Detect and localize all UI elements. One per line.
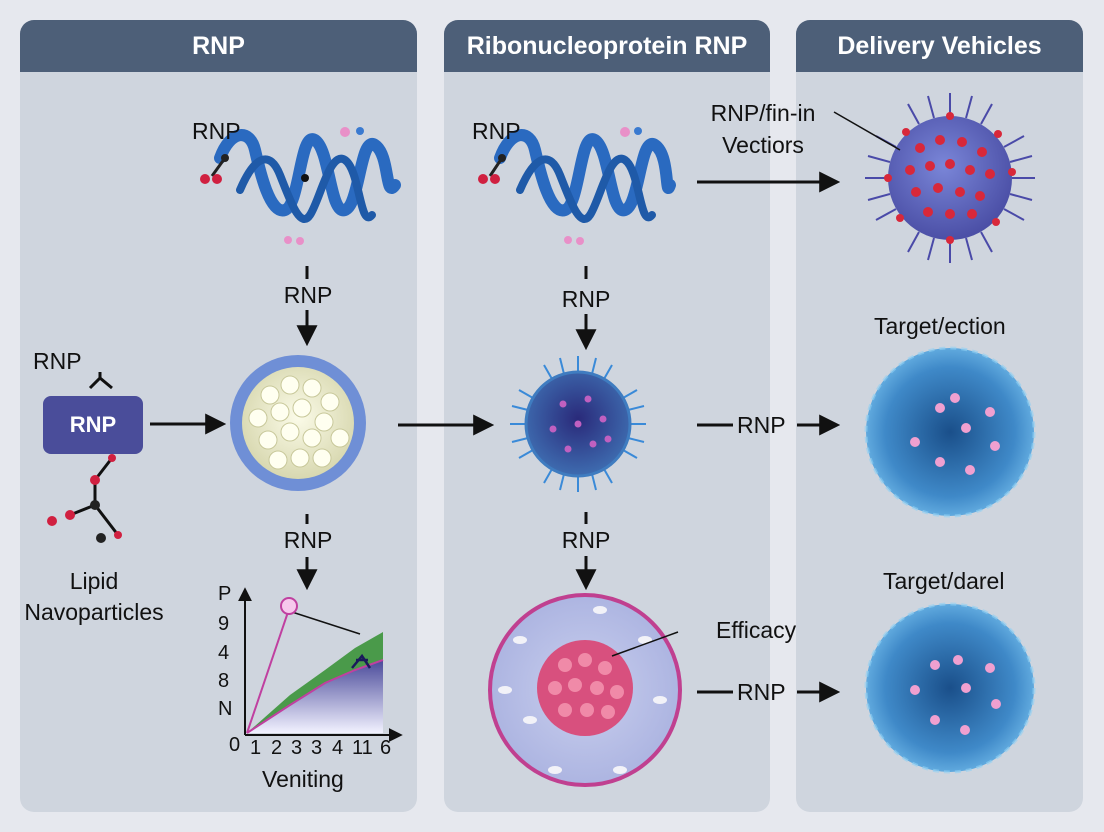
x-tick-label: 6 xyxy=(380,737,391,760)
annotation-leader xyxy=(292,612,360,634)
arrow-label: RNP xyxy=(270,282,346,309)
x-tick-label: 4 xyxy=(332,737,343,760)
x-tick-label: 3 xyxy=(311,737,322,760)
target-label: Target/ection xyxy=(874,313,1006,340)
chart xyxy=(245,590,400,735)
y-tick-label: 9 xyxy=(218,613,229,636)
rnp-box: RNP xyxy=(43,396,143,454)
x-tick-label: 2 xyxy=(271,737,282,760)
viral-vector-icon xyxy=(865,93,1035,263)
x-axis-title: Veniting xyxy=(262,766,344,793)
vector-label-line2: Vectiors xyxy=(688,129,838,161)
lipid-caption-line1: Lipid xyxy=(10,566,178,597)
arrow-label: RNP xyxy=(270,527,346,554)
row-arrow-label: RNP xyxy=(737,412,786,439)
side-label: RNP xyxy=(33,348,82,375)
protein-label: RNP xyxy=(472,118,521,145)
lipid-caption: Lipid Navoparticles xyxy=(10,566,178,628)
target-cell-icon xyxy=(866,604,1034,772)
x-tick-label: 11 xyxy=(352,737,373,760)
y-tick-label: 4 xyxy=(218,642,229,665)
y-tick-label: 8 xyxy=(218,670,229,693)
protein-label: RNP xyxy=(192,118,241,145)
vector-leader xyxy=(834,112,900,150)
lipid-caption-line2: Navoparticles xyxy=(10,597,178,628)
x-tick-label: 1 xyxy=(250,737,261,760)
arrow-label: RNP xyxy=(548,286,624,313)
vector-label-line1: RNP/fin-in xyxy=(688,97,838,129)
y-tick-label: P xyxy=(218,583,231,606)
efficacy-cell-icon xyxy=(490,595,680,785)
vector-label: RNP/fin-in Vectiors xyxy=(688,97,838,161)
arrow-label: RNP xyxy=(548,527,624,554)
flower-icon xyxy=(281,598,297,614)
lipid-nanoparticle-icon xyxy=(230,355,366,491)
x-tick-label: 0 xyxy=(229,734,240,757)
rnp-box-label: RNP xyxy=(70,412,116,438)
target-label: Target/darel xyxy=(883,568,1004,595)
x-tick-label: 3 xyxy=(291,737,302,760)
virus-particle-icon xyxy=(510,356,646,492)
target-cell-icon xyxy=(866,348,1034,516)
y-tick-label: N xyxy=(218,698,232,721)
efficacy-label: Efficacy xyxy=(716,617,796,644)
row-arrow-label: RNP xyxy=(737,679,786,706)
